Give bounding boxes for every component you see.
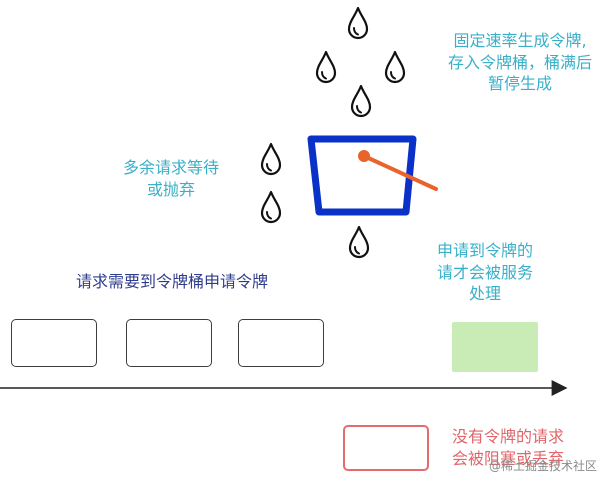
rate-label-line: 存入令牌桶，桶满后 [447,52,592,72]
watermark: @稀土掘金技术社区 [488,459,597,473]
lever-pivot-icon [358,150,370,162]
legend-label: 没有令牌的请求 会被阻塞或丢弃 [438,426,578,469]
token-drop-icon [384,50,406,84]
lever-icon [362,154,438,191]
bucket-icon [307,135,417,216]
rate-label-line: 暂停生成 [487,74,552,94]
served-request-box [452,322,538,372]
served-label-line: 申请到令牌的 [436,241,533,260]
served-label-line: 请才会被服务 [436,262,533,282]
token-drop-icon [347,6,369,40]
excess-label-line: 多余请求等待 [122,158,219,177]
rate-label-line: 固定速率生成令牌, [453,31,587,50]
legend-label-line: 没有令牌的请求 [451,427,564,446]
excess-label-line: 或抛弃 [146,179,195,199]
legend-label-line: 会被阻塞或丢弃 [451,448,564,468]
rate-label: 固定速率生成令牌, 存入令牌桶，桶满后 暂停生成 [432,30,608,95]
request-need-label: 请求需要到令牌桶申请令牌 [75,272,268,291]
blocked-legend-box [343,425,429,471]
token-drop-icon [260,142,282,176]
request-box [126,319,212,367]
served-label: 申请到令牌的 请才会被服务 处理 [420,240,550,305]
token-drop-icon [315,50,337,84]
served-label-line: 处理 [468,284,501,304]
token-drop-icon [350,84,372,118]
excess-label: 多余请求等待 或抛弃 [108,157,234,200]
token-drop-icon [348,225,370,259]
request-box [238,319,324,367]
request-box [11,319,97,367]
token-drop-icon [260,190,282,224]
